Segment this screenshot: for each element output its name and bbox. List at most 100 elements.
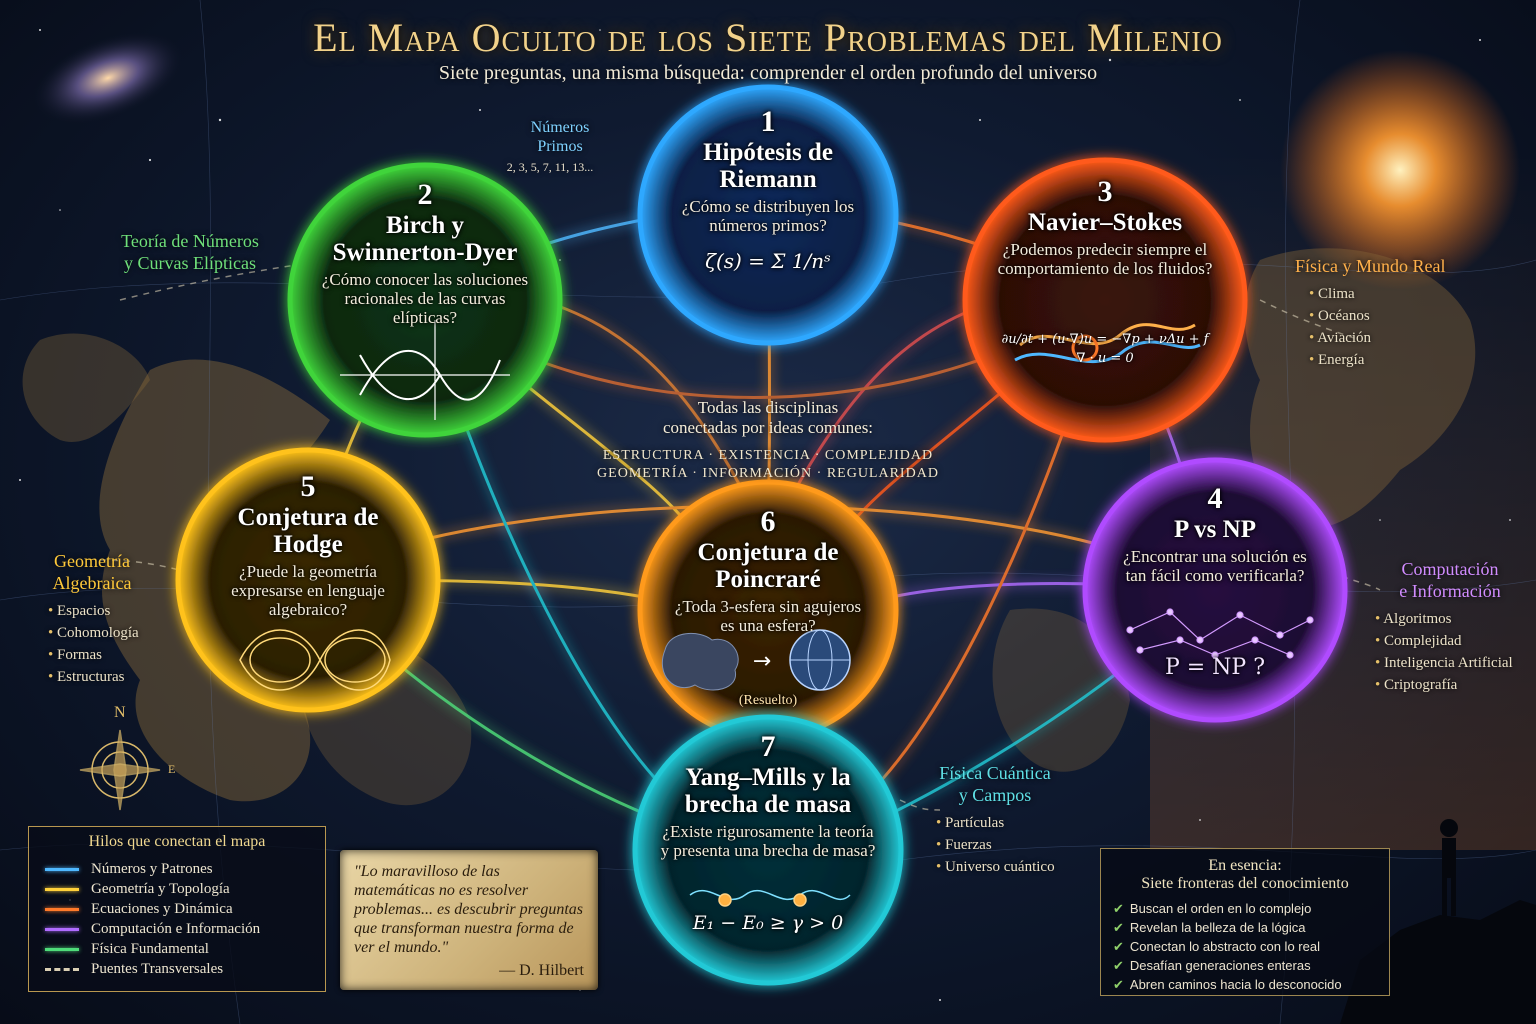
navier-formula-2: ∇ · u = 0 bbox=[1076, 351, 1134, 366]
node-title: Hipótesis de Riemann bbox=[703, 139, 833, 193]
legend-item: Computación e Información bbox=[29, 919, 325, 939]
legend-item: Puentes Transversales bbox=[29, 959, 325, 979]
essence-item: ✔Abren caminos hacia lo desconocido bbox=[1113, 975, 1389, 994]
list-item: Océanos bbox=[1309, 305, 1495, 327]
fisica-real-head: Física y Mundo Real bbox=[1295, 256, 1446, 276]
hilbert-quote: "Lo maravilloso de las matemáticas no es… bbox=[340, 850, 598, 990]
node-title: Yang–Mills y la brecha de masa bbox=[684, 764, 852, 818]
list-item: Energía bbox=[1309, 349, 1495, 371]
legend-label: Computación e Información bbox=[91, 920, 261, 937]
fluid-swirl bbox=[1014, 323, 1201, 363]
legend-swatch bbox=[45, 907, 79, 911]
riemann-formula: ζ(s) = Σ 1/nˢ bbox=[705, 249, 831, 273]
essence-item: ✔Buscan el orden en lo complejo bbox=[1113, 899, 1389, 918]
center-row-2: GEOMETRÍA · INFORMACIÓN · REGULARIDAD bbox=[597, 466, 939, 481]
legend-swatch bbox=[45, 967, 79, 971]
list-item: Clima bbox=[1309, 283, 1495, 305]
fisica-real-list: Clima Océanos Aviación Energía bbox=[1309, 283, 1495, 371]
legend-title: Hilos que conectan el mapa bbox=[88, 833, 266, 850]
node-title: P vs NP bbox=[1174, 516, 1256, 543]
node-poincare[interactable]: 6 Conjetura de Poincraré ¿Toda 3-esfera … bbox=[672, 505, 864, 709]
primes-heading: Números Primos bbox=[530, 119, 590, 155]
center-row-1: ESTRUCTURA · EXISTENCIA · COMPLEJIDAD bbox=[602, 448, 934, 463]
label-geometria: Geometría Algebraica Espacios Cohomologí… bbox=[42, 550, 192, 688]
check-icon: ✔ bbox=[1113, 920, 1124, 935]
essence-item: ✔Conectan lo abstracto con lo real bbox=[1113, 937, 1389, 956]
node-yang-circle bbox=[632, 714, 904, 986]
node-navier[interactable]: 3 Navier–Stokes ¿Podemos predecir siempr… bbox=[995, 175, 1215, 366]
legend-box: Hilos que conectan el mapa Números y Pat… bbox=[28, 826, 326, 992]
node-title: Conjetura de Poincraré bbox=[697, 539, 839, 593]
legend-label: Ecuaciones y Dinámica bbox=[91, 900, 233, 917]
essence-box: En esencia: Siete fronteras del conocimi… bbox=[1100, 848, 1390, 996]
node-number: 7 bbox=[760, 730, 776, 763]
node-riemann-circle bbox=[637, 84, 899, 346]
essence-item-label: Buscan el orden en lo complejo bbox=[1129, 901, 1312, 916]
compass-rose bbox=[79, 729, 161, 811]
node-title: Birch y Swinnerton-Dyer bbox=[332, 212, 518, 266]
list-item: Formas bbox=[48, 644, 192, 666]
node-title: Conjetura de Hodge bbox=[237, 504, 379, 558]
landmass-south-right bbox=[992, 608, 1130, 772]
node-yang[interactable]: 7 Yang–Mills y la brecha de masa ¿Existe… bbox=[660, 730, 876, 934]
node-question: ¿Cómo se distribuyen los números primos? bbox=[681, 197, 855, 235]
node-number: 6 bbox=[760, 505, 776, 538]
node-number: 2 bbox=[417, 178, 433, 211]
node-question: ¿Puede la geometría expresarse en lengua… bbox=[231, 562, 385, 619]
galaxy bbox=[31, 31, 185, 125]
node-pnp-circle bbox=[1082, 457, 1348, 723]
compass-north: N bbox=[114, 704, 126, 721]
computacion-list: Algoritmos Complejidad Inteligencia Arti… bbox=[1375, 608, 1535, 696]
essence-title-1: En esencia: bbox=[1208, 857, 1282, 874]
legend-swatch bbox=[45, 947, 79, 951]
list-item: Inteligencia Artificial bbox=[1375, 652, 1535, 674]
list-item: Criptografía bbox=[1375, 674, 1535, 696]
node-number: 5 bbox=[300, 470, 316, 503]
label-cuantica: Física Cuántica y Campos Partículas Fuer… bbox=[930, 762, 1090, 878]
label-computacion: Computación e Información Algoritmos Com… bbox=[1375, 558, 1535, 696]
essence-item-label: Desafían generaciones enteras bbox=[1129, 958, 1311, 973]
list-item: Algoritmos bbox=[1375, 608, 1535, 630]
node-birch[interactable]: 2 Birch y Swinnerton-Dyer ¿Cómo conocer … bbox=[318, 178, 532, 327]
legend-item: Ecuaciones y Dinámica bbox=[29, 899, 325, 919]
node-navier-circle bbox=[962, 157, 1248, 443]
legend-label: Física Fundamental bbox=[91, 940, 209, 957]
node-hodge[interactable]: 5 Conjetura de Hodge ¿Puede la geometría… bbox=[215, 470, 401, 619]
node-question: ¿Cómo conocer las soluciones racionales … bbox=[321, 270, 529, 327]
geometria-head: Geometría Algebraica bbox=[52, 551, 132, 593]
list-item: Partículas bbox=[936, 812, 1090, 834]
check-icon: ✔ bbox=[1113, 958, 1124, 973]
legend-label: Geometría y Topología bbox=[91, 880, 230, 897]
node-number: 3 bbox=[1097, 175, 1113, 208]
check-icon: ✔ bbox=[1113, 939, 1124, 954]
node-question: ¿Encontrar una solución es tan fácil com… bbox=[1123, 547, 1307, 585]
node-title: Navier–Stokes bbox=[1027, 209, 1183, 236]
legend-swatch bbox=[45, 927, 79, 931]
legend-item: Números y Patrones bbox=[29, 859, 325, 879]
node-pnp[interactable]: 4 P vs NP ¿Encontrar una solución es tan… bbox=[1112, 482, 1318, 680]
primes-label: Números Primos 2, 3, 5, 7, 11, 13... bbox=[495, 118, 625, 175]
list-item: Aviación bbox=[1309, 327, 1495, 349]
center-line-1: Todas las disciplinas bbox=[697, 398, 839, 417]
yang-formula: E₁ − E₀ ≥ γ > 0 bbox=[692, 912, 844, 934]
hodge-surface bbox=[239, 629, 391, 691]
node-number: 4 bbox=[1207, 482, 1223, 515]
node-birch-circle bbox=[287, 162, 563, 438]
node-riemann[interactable]: 1 Hipótesis de Riemann ¿Cómo se distribu… bbox=[672, 105, 864, 273]
starfield bbox=[19, 29, 1511, 1001]
check-icon: ✔ bbox=[1113, 977, 1124, 992]
cuantica-list: Partículas Fuerzas Universo cuántico bbox=[936, 812, 1090, 878]
essence-title-2: Siete fronteras del conocimiento bbox=[1141, 875, 1349, 892]
label-teoria: Teoría de Números y Curvas Elípticas bbox=[121, 231, 259, 273]
list-item: Cohomología bbox=[48, 622, 192, 644]
cuantica-head: Física Cuántica y Campos bbox=[939, 763, 1051, 805]
svg-text:→: → bbox=[753, 649, 771, 674]
node-question: ¿Existe rigurosamente la teoría y presen… bbox=[660, 822, 876, 860]
legend-swatch bbox=[45, 867, 79, 871]
node-number: 1 bbox=[760, 105, 776, 138]
compass-east: E bbox=[168, 762, 176, 776]
legend-item: Física Fundamental bbox=[29, 939, 325, 959]
geometria-list: Espacios Cohomología Formas Estructuras bbox=[48, 600, 192, 688]
particle-chain bbox=[689, 889, 851, 907]
